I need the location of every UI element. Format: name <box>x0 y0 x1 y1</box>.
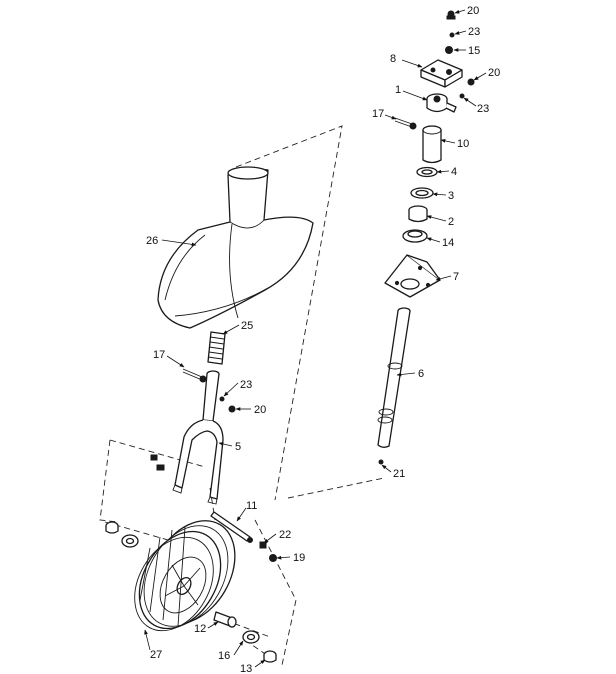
leader-lines <box>144 9 487 668</box>
nut-pair-left <box>150 454 165 471</box>
callout-8: 8 <box>390 53 396 65</box>
clamp-1 <box>426 93 457 113</box>
shaft-6 <box>377 307 411 448</box>
callout-26: 26 <box>146 235 158 247</box>
callout-6: 6 <box>418 368 424 380</box>
callout-20-right: 20 <box>488 67 500 79</box>
callout-19: 19 <box>293 552 305 564</box>
callout-12: 12 <box>194 623 206 635</box>
callout-13: 13 <box>240 663 252 674</box>
bolt-17-right <box>394 117 417 130</box>
hub-12 <box>213 611 237 628</box>
wheel-27 <box>134 520 236 632</box>
bearing-16 <box>242 630 260 644</box>
mount-plate-7 <box>384 254 441 298</box>
washer-23-top <box>449 32 455 38</box>
callout-20-top: 20 <box>467 5 479 17</box>
head-bracket-8 <box>420 59 463 88</box>
callout-15: 15 <box>468 45 480 57</box>
callout-17-left: 17 <box>153 349 165 361</box>
pin-21 <box>378 459 384 465</box>
spacer-left-top <box>105 521 119 534</box>
bolt-20-top <box>446 10 456 20</box>
callout-21: 21 <box>393 468 405 480</box>
bearing-14 <box>402 229 428 243</box>
spacer-13 <box>263 650 277 663</box>
bolt-20-right <box>467 78 475 86</box>
callout-25: 25 <box>241 320 253 332</box>
nut-15 <box>445 46 453 54</box>
callout-16: 16 <box>218 650 230 662</box>
spring-25 <box>207 331 226 365</box>
callout-27: 27 <box>150 649 162 661</box>
callout-20-mid: 20 <box>254 404 266 416</box>
nut-19 <box>269 554 277 562</box>
callout-7: 7 <box>453 271 459 283</box>
washer-23-mid <box>219 396 225 402</box>
callout-labels: 20 23 15 8 20 1 23 17 10 4 3 2 14 7 6 21… <box>146 5 500 674</box>
seat-cover-26 <box>157 166 314 329</box>
ring-4 <box>416 166 438 178</box>
callout-14: 14 <box>442 237 454 249</box>
bearing-left <box>121 534 139 548</box>
bolt-17-left <box>182 368 207 383</box>
callout-1: 1 <box>395 84 401 96</box>
bushing-2 <box>408 205 428 223</box>
nut-22 <box>259 541 267 549</box>
tube-10 <box>422 125 442 164</box>
callout-4: 4 <box>451 166 457 178</box>
callout-22: 22 <box>279 529 291 541</box>
callout-17-right: 17 <box>372 108 384 120</box>
callout-11: 11 <box>246 500 257 512</box>
callout-5: 5 <box>235 441 241 453</box>
callout-3: 3 <box>448 190 454 202</box>
callout-23-top: 23 <box>468 26 480 38</box>
bolt-20-mid <box>228 405 236 413</box>
callout-10: 10 <box>457 138 469 150</box>
axle-11 <box>210 511 253 543</box>
callout-2: 2 <box>448 216 454 228</box>
washer-23-right <box>459 93 465 99</box>
fork-5 <box>172 370 224 505</box>
ring-3 <box>410 187 434 199</box>
callout-23-mid: 23 <box>240 379 252 391</box>
callout-23-right: 23 <box>477 103 489 115</box>
